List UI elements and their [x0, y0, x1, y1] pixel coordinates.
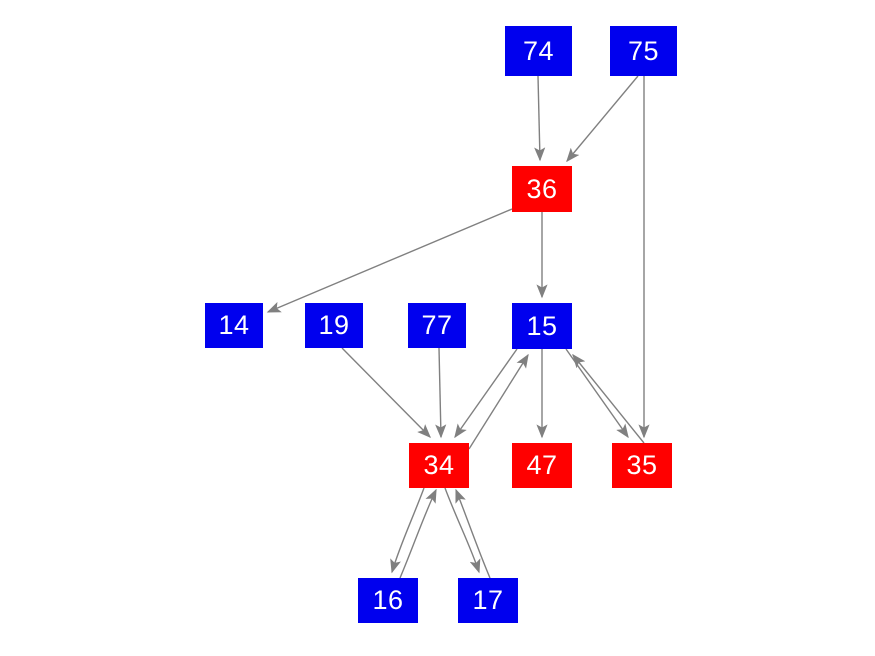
graph-node-label: 34: [423, 450, 455, 480]
graph-node-label: 14: [218, 310, 250, 340]
graph-node-47[interactable]: 47: [512, 443, 572, 488]
graph-edge: [444, 487, 481, 574]
graph-node-label: 16: [372, 585, 404, 615]
graph-node-14[interactable]: 14: [205, 303, 263, 348]
graph-node-label: 36: [526, 173, 558, 204]
graph-node-label: 74: [522, 35, 555, 66]
graph-node-17[interactable]: 17: [458, 578, 518, 623]
graph-node-label: 35: [626, 450, 658, 480]
graph-node-36[interactable]: 36: [512, 166, 572, 212]
graph-node-35[interactable]: 35: [612, 443, 672, 488]
graph-node-75[interactable]: 75: [610, 26, 677, 76]
graph-node-label: 75: [627, 35, 660, 66]
graph-edge: [534, 75, 546, 162]
graph-edge: [399, 488, 437, 579]
graph-node-19[interactable]: 19: [305, 303, 363, 348]
graph-edge: [566, 75, 639, 163]
graph-node-16[interactable]: 16: [358, 578, 418, 623]
graph-edge: [341, 347, 431, 438]
graph-edge: [455, 488, 491, 579]
graph-node-label: 19: [318, 310, 350, 340]
graph-edge: [454, 348, 518, 439]
graph-node-15[interactable]: 15: [512, 303, 572, 349]
graph-edge: [390, 487, 425, 574]
graph-edge: [468, 353, 529, 450]
graph-node-74[interactable]: 74: [505, 26, 572, 76]
graph-node-label: 17: [472, 585, 504, 615]
graph-edge: [266, 208, 513, 313]
graph-node-label: 15: [526, 310, 558, 341]
graph-node-label: 47: [526, 450, 558, 480]
graph-node-34[interactable]: 34: [409, 443, 469, 488]
edges-group: [266, 75, 650, 579]
graph-edge: [565, 348, 629, 439]
graph-edge: [435, 347, 447, 439]
graph-edge: [572, 353, 645, 444]
graph-node-77[interactable]: 77: [408, 303, 466, 348]
graph-node-label: 77: [421, 310, 453, 340]
